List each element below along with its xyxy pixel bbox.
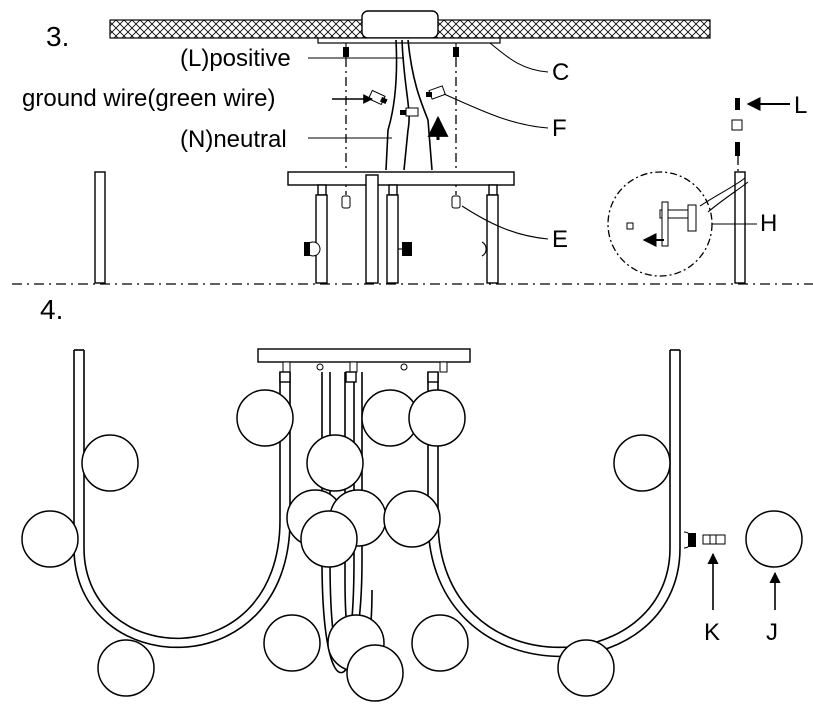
label-h: H xyxy=(760,210,777,237)
part-l xyxy=(731,98,743,172)
key-part-h xyxy=(626,201,697,247)
wire-ground xyxy=(401,39,410,171)
label-ground-wire: ground wire(green wire) xyxy=(22,85,275,112)
label-l: L xyxy=(794,92,807,119)
label-e: E xyxy=(552,226,568,253)
wire-neutral xyxy=(385,39,398,171)
step-3-number: 3. xyxy=(46,21,69,52)
fixture-arms-step3 xyxy=(94,171,746,284)
label-f: F xyxy=(552,115,567,142)
glass-globes xyxy=(21,389,671,702)
label-positive: (L)positive xyxy=(180,45,291,72)
canopy-plate xyxy=(287,171,515,186)
bulb-k xyxy=(683,531,726,549)
canopy-screws xyxy=(282,361,448,373)
globe-j xyxy=(745,510,803,568)
screw-e xyxy=(341,195,461,209)
label-j: J xyxy=(766,619,778,646)
wire-connector-ground xyxy=(367,89,388,106)
label-k: K xyxy=(704,619,720,646)
wire-connector-f xyxy=(426,85,446,100)
junction-box xyxy=(361,10,439,39)
fixture-arms-step4 xyxy=(73,349,681,674)
step-4-number: 4. xyxy=(40,294,63,325)
label-c: C xyxy=(552,59,569,86)
label-neutral: (N)neutral xyxy=(180,126,287,153)
wire-connector-neutral xyxy=(400,107,419,117)
wire-live xyxy=(407,39,433,171)
canopy-plate-step4 xyxy=(257,348,471,363)
